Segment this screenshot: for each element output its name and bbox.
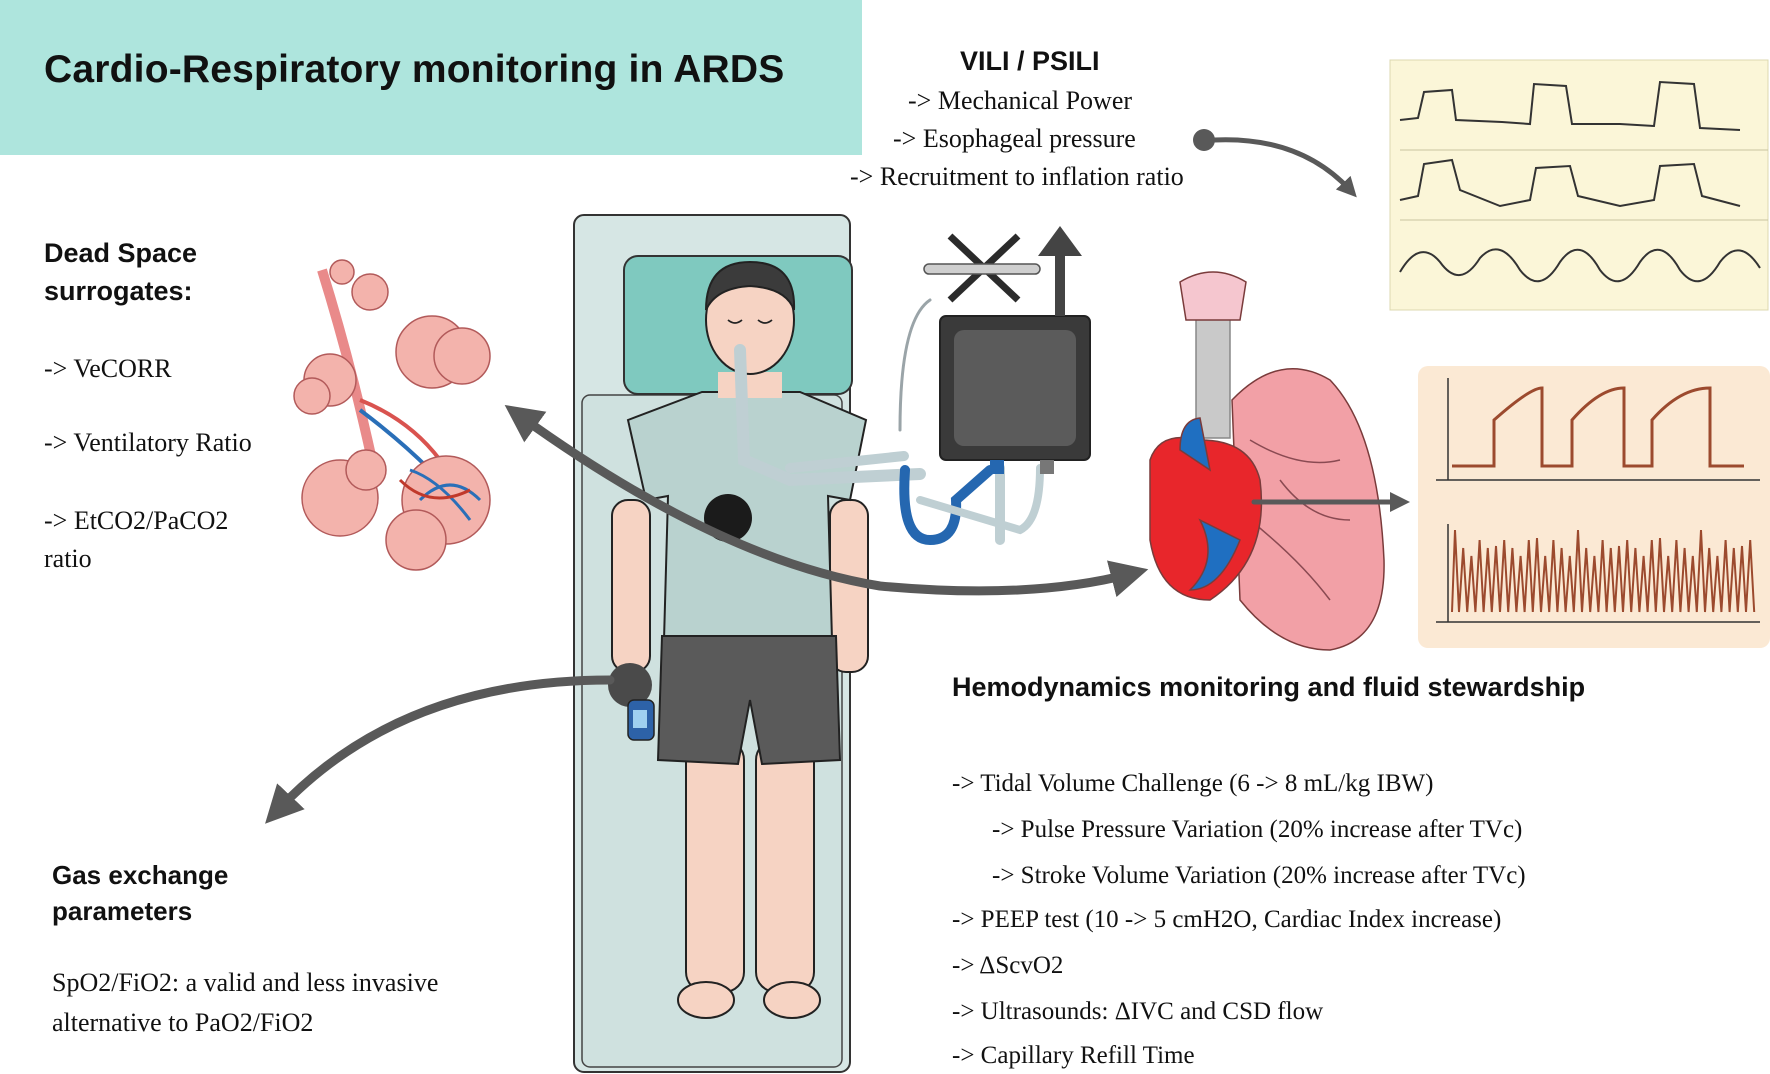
vili-item-recruitment-inflation: -> Recruitment to inflation ratio <box>850 162 1184 191</box>
page-title: Cardio-Respiratory monitoring in ARDS <box>44 48 785 91</box>
gas-exchange-text-line1: SpO2/FiO2: a valid and less invasive <box>52 968 439 997</box>
hemo-item-capillary-refill: -> Capillary Refill Time <box>952 1042 1195 1069</box>
dead-space-item-ratio: ratio <box>44 544 92 573</box>
pulse-oximeter <box>608 663 655 741</box>
gas-exchange-heading-line2: parameters <box>52 896 193 926</box>
ventilator <box>923 226 1091 474</box>
hemo-item-ultrasounds: -> Ultrasounds: ΔIVC and CSD flow <box>952 998 1324 1025</box>
title-banner: Cardio-Respiratory monitoring in ARDS <box>0 0 862 155</box>
vili-item-mechanical-power: -> Mechanical Power <box>908 86 1133 115</box>
hemodynamics-heading: Hemodynamics monitoring and fluid stewar… <box>952 672 1586 702</box>
waveform-panel-bottom <box>1418 366 1770 648</box>
hemo-item-ppv: -> Pulse Pressure Variation (20% increas… <box>992 816 1523 843</box>
hemo-item-scvo2: -> ΔScvO2 <box>952 952 1064 979</box>
dead-space-item-etco2-paco2: -> EtCO2/PaCO2 <box>44 506 229 535</box>
waveform-panel-top <box>1389 59 1769 311</box>
hemo-item-tidal-volume: -> Tidal Volume Challenge (6 -> 8 mL/kg … <box>952 770 1434 797</box>
gas-exchange-text-line2: alternative to PaO2/FiO2 <box>52 1008 314 1037</box>
vili-item-esophageal-pressure: -> Esophageal pressure <box>893 124 1136 153</box>
dead-space-heading-line1: Dead Space <box>44 238 198 268</box>
dead-space-heading-line2: surrogates: <box>44 276 193 306</box>
gas-exchange-heading-line1: Gas exchange <box>52 860 229 890</box>
arrows <box>265 129 1410 824</box>
heart-lung-illustration <box>1149 271 1385 651</box>
alveoli-illustration <box>293 259 491 571</box>
hemo-item-svv: -> Stroke Volume Variation (20% increase… <box>992 862 1526 889</box>
oscillation-trace <box>1451 529 1756 613</box>
dead-space-item-ventilatory-ratio: -> Ventilatory Ratio <box>44 428 252 457</box>
hemo-item-peep-test: -> PEEP test (10 -> 5 cmH2O, Cardiac Ind… <box>952 906 1502 933</box>
dead-space-item-vecorr: -> VeCORR <box>44 354 172 383</box>
vili-heading: VILI / PSILI <box>960 46 1100 76</box>
